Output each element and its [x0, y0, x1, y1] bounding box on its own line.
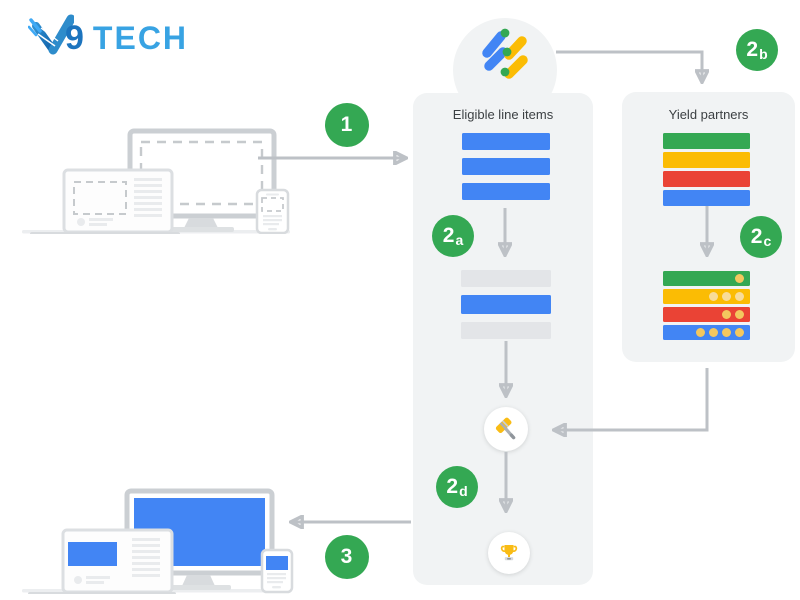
bar-blue — [462, 183, 550, 200]
yield-panel-title: Yield partners — [668, 107, 749, 122]
coin-icon — [722, 292, 731, 301]
bar-blue — [461, 295, 551, 314]
coin-icon — [709, 292, 718, 301]
ad-manager-logo-icon — [482, 28, 528, 79]
bar-blue — [462, 158, 550, 175]
bar-blue — [462, 133, 550, 150]
bar-red — [663, 307, 750, 322]
coin-icon — [722, 328, 731, 337]
v9-logo-mark-icon — [28, 14, 74, 55]
eligible-line-items-bars — [462, 133, 550, 200]
laptop-ad-slot-dashed — [73, 181, 127, 215]
ad-served-devices-illustration — [22, 488, 294, 594]
selected-line-item-bars — [461, 270, 551, 339]
phone-icon — [255, 188, 290, 234]
bar-yellow — [663, 289, 750, 304]
step-badge-1: 1 — [325, 103, 369, 147]
bar-green — [663, 271, 750, 286]
arrow-adserver-to-yield-partners — [556, 50, 702, 80]
v9-tech-logo: 9 TECH — [28, 12, 188, 56]
yield-partner-bid-bars — [663, 271, 750, 340]
bar-gray_bar — [461, 322, 551, 339]
bar-gray_bar — [461, 270, 551, 287]
laptop-icon — [28, 528, 176, 594]
auction-circle — [484, 407, 528, 451]
bar-green — [663, 133, 750, 149]
gavel-icon — [495, 417, 516, 440]
coin-icon — [709, 328, 718, 337]
brand-name: TECH — [92, 20, 189, 56]
bar-blue — [663, 190, 750, 206]
laptop-icon — [30, 168, 180, 234]
coin-icon — [735, 328, 744, 337]
coin-icon — [735, 274, 744, 283]
coin-icon — [696, 328, 705, 337]
coin-icon — [735, 310, 744, 319]
step-badge-3: 3 — [325, 535, 369, 579]
bar-red — [663, 171, 750, 187]
ad-request-devices-illustration — [22, 128, 290, 234]
phone-served-ad — [266, 556, 288, 570]
bar-blue — [663, 325, 750, 340]
phone-icon — [260, 548, 294, 594]
winner-circle — [488, 532, 530, 574]
bar-yellow — [663, 152, 750, 168]
trophy-icon — [500, 545, 518, 561]
eligible-panel-title: Eligible line items — [452, 107, 554, 122]
brand-number: 9 — [65, 19, 84, 57]
phone-ad-slot-dashed — [261, 197, 284, 212]
laptop-served-ad — [68, 542, 117, 566]
coin-icon — [735, 292, 744, 301]
yield-partner-bars — [663, 133, 750, 206]
monitor-ad-slot-dashed — [139, 140, 264, 206]
coin-icon — [722, 310, 731, 319]
